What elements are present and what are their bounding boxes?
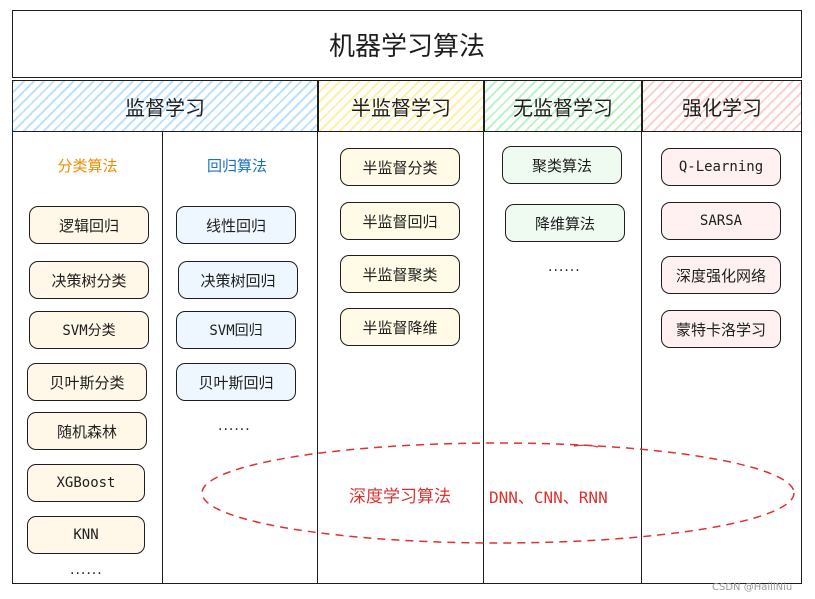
unsupervised-more: ...... — [548, 259, 581, 275]
header-supervised: 监督学习 — [12, 80, 318, 132]
semi-supervised-item: 半监督分类 — [340, 148, 460, 186]
regression-item: 决策树回归 — [178, 261, 298, 299]
unsupervised-item: 降维算法 — [505, 204, 625, 242]
classification-item: 随机森林 — [27, 412, 147, 450]
classification-more: ...... — [70, 562, 103, 578]
column-unsupervised — [484, 132, 642, 584]
diagram-title: 机器学习算法 — [12, 10, 802, 78]
classification-item: SVM分类 — [29, 311, 149, 349]
regression-item: SVM回归 — [176, 311, 296, 349]
semi-supervised-item: 半监督回归 — [340, 202, 460, 240]
classification-title: 分类算法 — [57, 157, 118, 175]
reinforcement-item: 深度强化网络 — [661, 256, 781, 294]
classification-item: 决策树分类 — [29, 261, 149, 299]
semi-supervised-item: 半监督降维 — [340, 308, 460, 346]
header-unsupervised: 无监督学习 — [484, 80, 642, 132]
deep-learning-label: 深度学习算法 — [349, 487, 451, 507]
regression-title: 回归算法 — [206, 157, 267, 175]
classification-item: 贝叶斯分类 — [27, 363, 147, 401]
watermark: CSDN @HaillNiu — [712, 582, 793, 593]
semi-supervised-item: 半监督聚类 — [340, 255, 460, 293]
column-reinforcement — [642, 132, 802, 584]
column-semi-supervised — [318, 132, 484, 584]
unsupervised-item: 聚类算法 — [502, 146, 622, 184]
classification-item: XGBoost — [27, 464, 145, 502]
reinforcement-item: SARSA — [661, 202, 781, 240]
reinforcement-item: 蒙特卡洛学习 — [661, 310, 781, 348]
deep-learning-models: DNN、CNN、RNN — [489, 488, 608, 507]
header-reinforcement: 强化学习 — [642, 80, 802, 132]
column-classification — [12, 132, 163, 584]
classification-item: 逻辑回归 — [29, 206, 149, 244]
regression-item: 贝叶斯回归 — [176, 363, 296, 401]
column-regression — [163, 132, 318, 584]
regression-item: 线性回归 — [176, 206, 296, 244]
regression-more: ...... — [218, 418, 251, 434]
reinforcement-item: Q-Learning — [661, 148, 781, 186]
header-semi-supervised: 半监督学习 — [318, 80, 484, 132]
classification-item: KNN — [27, 516, 145, 554]
